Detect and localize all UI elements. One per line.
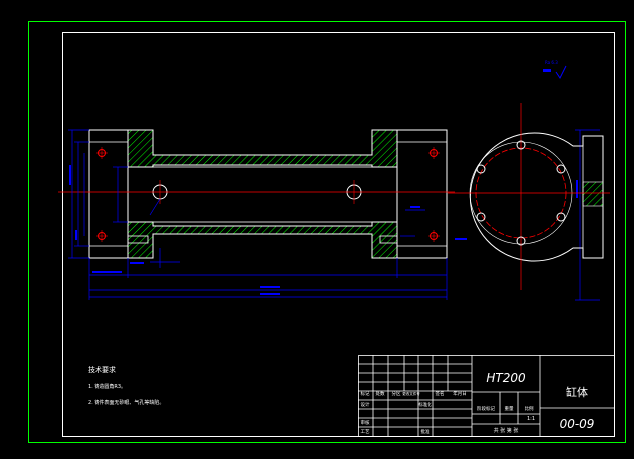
drawing-number: 00-09 bbox=[560, 417, 595, 431]
row-header: 签名 bbox=[436, 390, 445, 397]
bolt-hole bbox=[556, 164, 566, 174]
flange-outline bbox=[469, 132, 604, 262]
left-label: 审核 bbox=[361, 419, 370, 426]
left-flange bbox=[88, 129, 129, 259]
bolt-hole bbox=[556, 212, 566, 222]
title-block bbox=[358, 355, 615, 437]
section-hatch-bottom bbox=[127, 221, 398, 259]
title-block-text: HT200 缸体 00-09 1:1 共 张 第 张 标记 处数 分区 更改文件… bbox=[361, 371, 595, 435]
outer-border bbox=[28, 21, 626, 443]
inner-bore bbox=[127, 166, 398, 223]
sheet-text: 共 张 第 张 bbox=[494, 427, 519, 434]
left-label: 工艺 bbox=[361, 429, 370, 435]
technical-notes: 技术要求 1. 铸造圆角R3。 2. 铸件表面无砂眼、气孔等缺陷。 bbox=[88, 365, 164, 406]
roughness-symbol bbox=[543, 65, 567, 79]
notes-title: 技术要求 bbox=[88, 365, 116, 374]
notes-line: 2. 铸件表面无砂眼、气孔等缺陷。 bbox=[88, 399, 164, 406]
right-flange bbox=[396, 129, 448, 259]
notes-line: 1. 铸造圆角R3。 bbox=[88, 383, 126, 390]
stage-header: 阶段标记 bbox=[477, 405, 495, 412]
roughness-value: Ra 6.3 bbox=[545, 60, 558, 65]
bolt-hole bbox=[516, 140, 526, 150]
bolt-hole bbox=[476, 212, 486, 222]
section-hatch-top bbox=[127, 129, 398, 168]
stage-header: 重量 bbox=[505, 405, 514, 412]
row-header: 更改文件号 bbox=[402, 391, 420, 396]
stage-header: 比例 bbox=[525, 405, 534, 412]
row-header: 处数 bbox=[376, 390, 385, 397]
side-view bbox=[448, 103, 610, 290]
section-view bbox=[58, 129, 455, 259]
bolt-hole bbox=[516, 236, 526, 246]
bolt-hole bbox=[476, 164, 486, 174]
row-header: 年月日 bbox=[453, 390, 467, 397]
scale-value: 1:1 bbox=[527, 416, 535, 422]
part-name: 缸体 bbox=[566, 385, 588, 399]
inner-frame bbox=[62, 32, 615, 437]
mid-label: 批准 bbox=[421, 428, 430, 435]
material-label: HT200 bbox=[486, 371, 526, 385]
row-header: 分区 bbox=[392, 390, 401, 397]
mid-label: 标准化 bbox=[418, 401, 432, 408]
dimension-lines bbox=[68, 129, 600, 301]
row-header: 标记 bbox=[361, 390, 370, 397]
left-label: 设计 bbox=[361, 401, 370, 408]
